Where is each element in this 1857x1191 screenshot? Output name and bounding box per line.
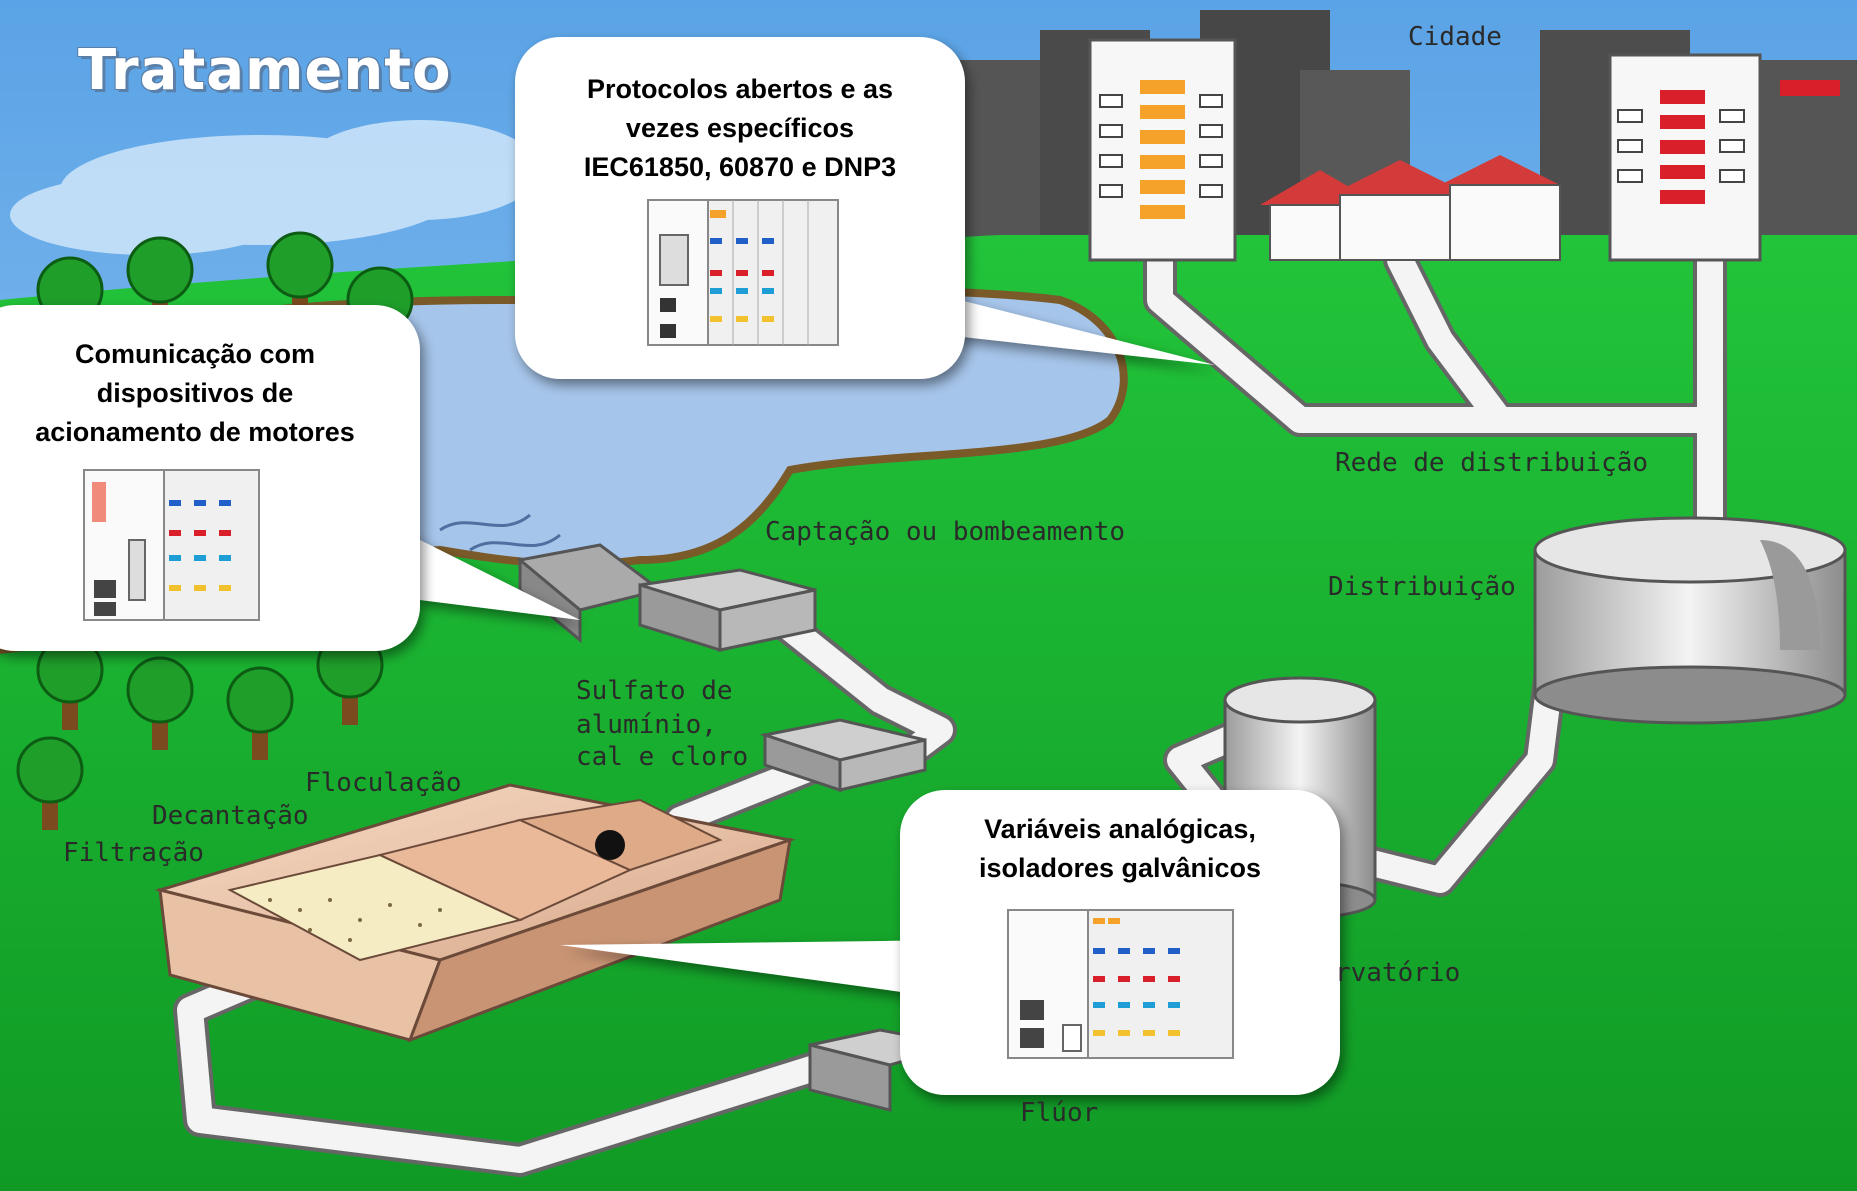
chemical-dosing-box xyxy=(759,718,927,793)
label-decantacao: Decantação xyxy=(152,801,309,831)
callout-line: Comunicação com xyxy=(74,339,316,369)
callout-comunicacao-text: Comunicação com dispositivos de acioname… xyxy=(0,335,420,452)
apartment-building-red xyxy=(1608,53,1840,262)
callout-protocolos-text: Protocolos abertos e as vezes específico… xyxy=(515,70,965,187)
callout-line: acionamento de motores xyxy=(35,417,355,447)
callout-line: vezes específicos xyxy=(625,113,855,143)
callout-line: dispositivos de xyxy=(96,378,294,408)
label-rede-distribuicao: Rede de distribuição xyxy=(1335,448,1649,478)
io-device-icon xyxy=(83,469,260,621)
io-device-icon xyxy=(647,199,839,346)
label-fluor: Flúor xyxy=(1020,1098,1099,1128)
label-filtracao: Filtração xyxy=(63,838,204,868)
label-sulfato-1: Sulfato de xyxy=(576,676,733,706)
label-captacao: Captação ou bombeamento xyxy=(765,517,1126,547)
label-cidade: Cidade xyxy=(1408,22,1502,52)
io-device-icon xyxy=(1007,909,1234,1059)
intake-boxes xyxy=(516,543,817,653)
distribution-tank xyxy=(1533,516,1847,725)
apartment-building-orange xyxy=(1088,38,1237,262)
callout-line: Protocolos abertos e as xyxy=(586,74,894,104)
callout-tails xyxy=(380,300,1215,1000)
callout-line: IEC61850, 60870 e DNP3 xyxy=(583,152,897,182)
callout-variaveis-text: Variáveis analógicas, isoladores galvâni… xyxy=(900,810,1340,888)
label-floculacao: Floculação xyxy=(305,768,462,798)
label-sulfato-3: cal e cloro xyxy=(576,742,749,772)
houses xyxy=(1260,155,1561,261)
label-distribuicao: Distribuição xyxy=(1328,572,1516,602)
clouds xyxy=(10,120,540,255)
label-sulfato-2: alumínio, xyxy=(576,710,717,740)
label-reservatorio: rvatório xyxy=(1335,958,1461,988)
treatment-pool xyxy=(154,783,796,1043)
callout-line: isoladores galvânicos xyxy=(978,853,1262,883)
page-title: Tratamento xyxy=(78,38,452,103)
callout-line: Variáveis analógicas, xyxy=(984,814,1256,844)
